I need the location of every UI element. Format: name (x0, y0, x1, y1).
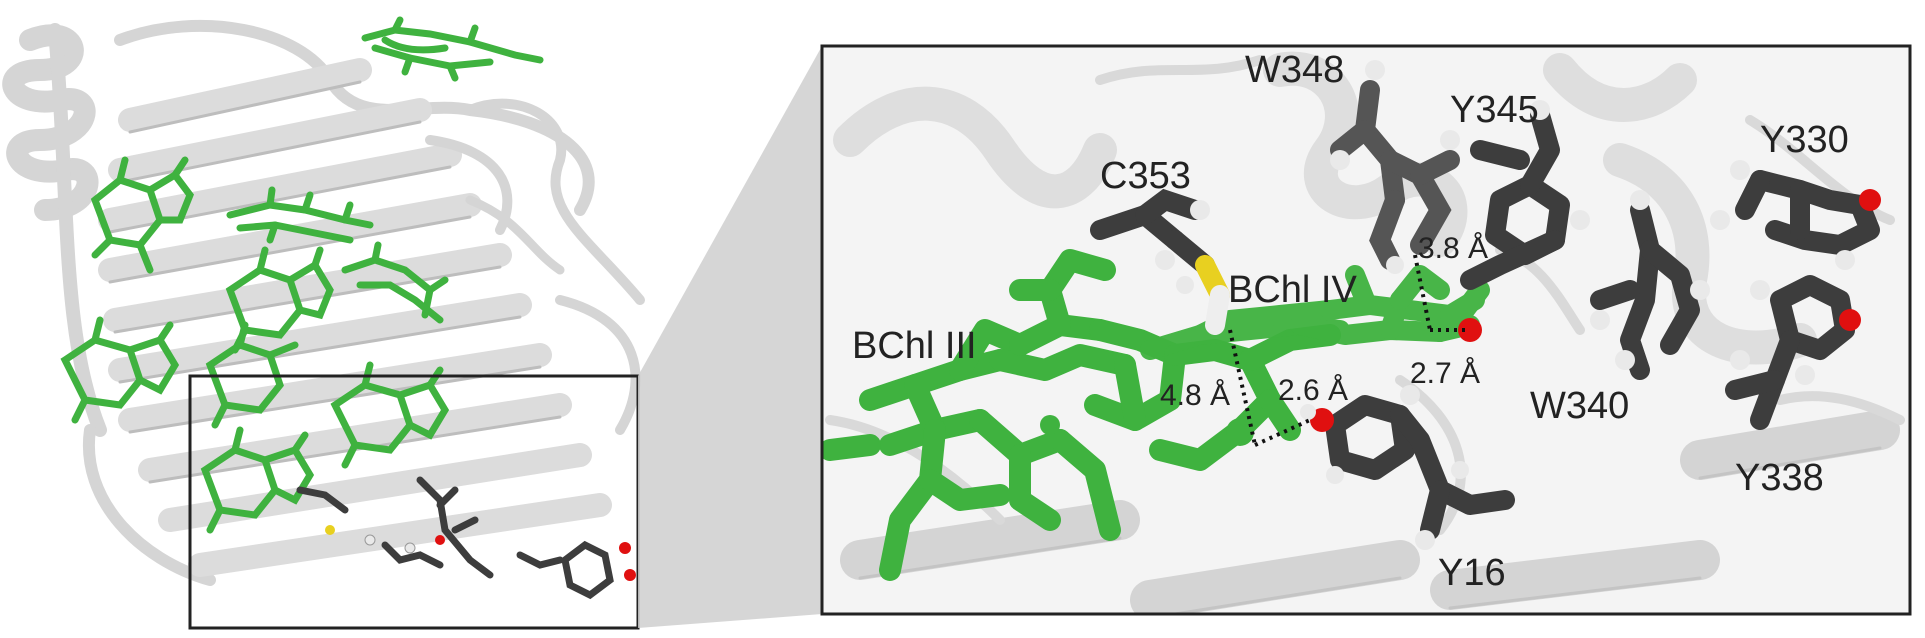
c353-atoms (1155, 200, 1230, 335)
residue-atoms-overview (325, 525, 636, 581)
w348-atoms (1330, 60, 1590, 274)
inset-frame (820, 44, 1912, 616)
y338-atoms (1730, 280, 1861, 385)
distance-dotted-lines (1228, 254, 1470, 447)
overview-panel (2, 16, 645, 630)
bchl-iii-sticks (822, 249, 1341, 581)
residues-overview (296, 476, 614, 600)
y330-atoms (1710, 160, 1881, 270)
y330-sticks (1735, 170, 1880, 255)
protein-cartoon-inset (825, 51, 1905, 614)
label-bchl-iii: BChl III (852, 325, 977, 367)
label-distance-2-6: 2.6 Å (1278, 374, 1348, 407)
y345-ring (1460, 105, 1570, 290)
label-y16: Y16 (1438, 552, 1506, 594)
w340-atoms (1590, 190, 1710, 370)
label-w348: W348 (1245, 49, 1344, 91)
label-y345: Y345 (1450, 89, 1539, 131)
label-c353: C353 (1100, 155, 1191, 197)
label-distance-3-8: 3.8 Å (1418, 232, 1488, 265)
w340-sticks (1470, 140, 1700, 380)
y16-atoms (1300, 385, 1469, 550)
label-distance-4-8: 4.8 Å (1160, 379, 1230, 412)
zoom-wedge (638, 46, 822, 628)
w348-y345-sticks (1330, 80, 1460, 270)
bchl-cluster-overview (60, 16, 544, 534)
inset-panel: W348 Y345 C353 Y330 BChl IV BChl III W34… (820, 44, 1912, 616)
label-y338: Y338 (1735, 457, 1824, 499)
inset-labels: W348 Y345 C353 Y330 BChl IV BChl III W34… (852, 49, 1849, 594)
bchl-iii-atoms (1040, 415, 1254, 446)
label-distance-2-7: 2.7 Å (1410, 357, 1480, 390)
label-y330: Y330 (1760, 119, 1849, 161)
label-bchl-iv: BChl IV (1228, 269, 1357, 311)
label-w340: W340 (1530, 385, 1629, 427)
y16-sticks (1325, 395, 1515, 540)
y345-oxygen (1458, 318, 1482, 342)
y338-sticks (1725, 275, 1855, 430)
